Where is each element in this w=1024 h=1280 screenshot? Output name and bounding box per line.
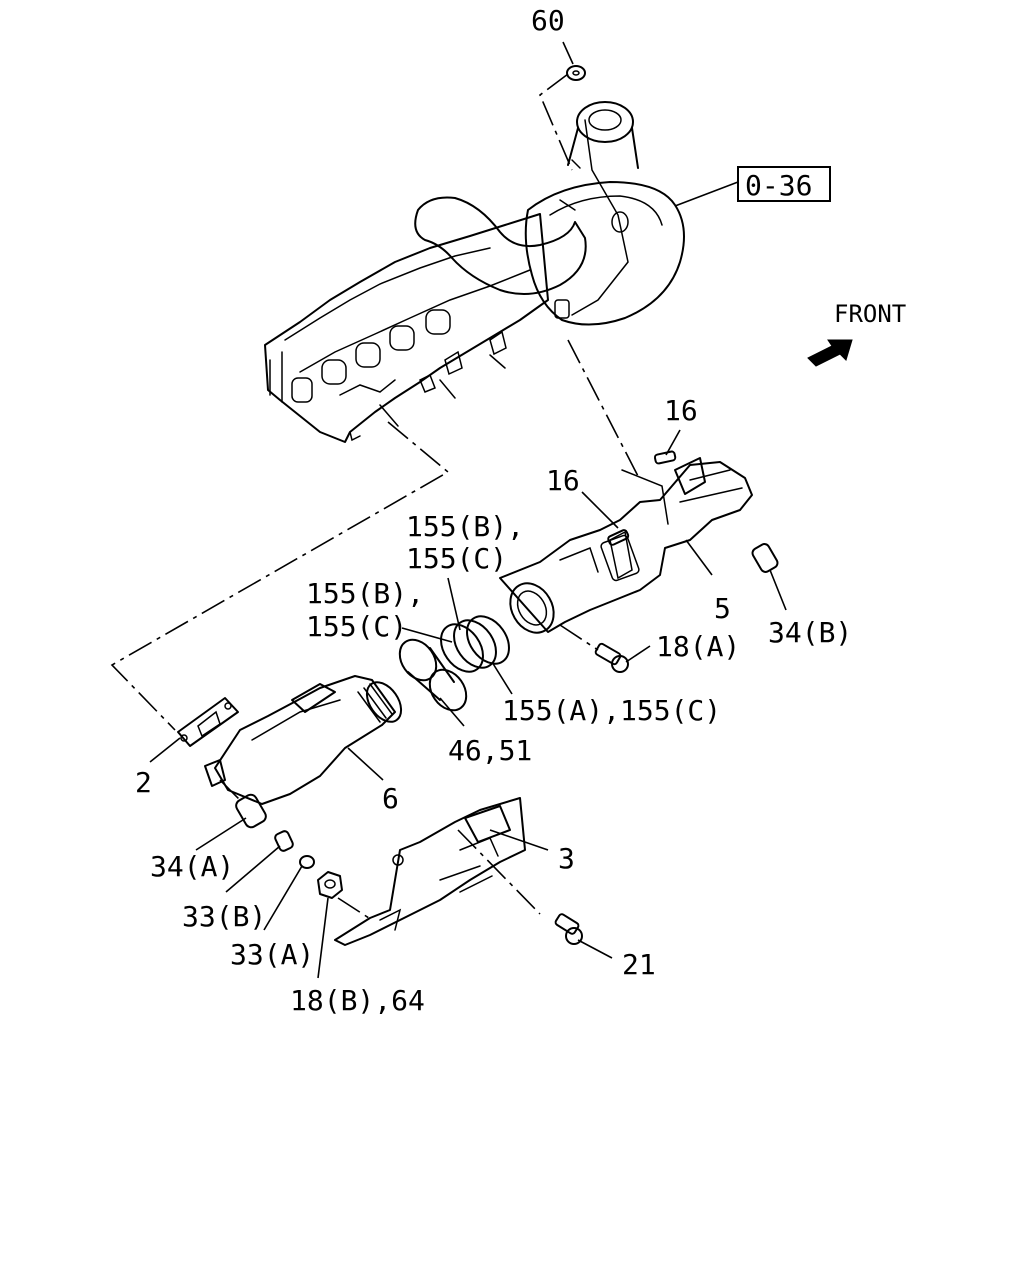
stud-16 <box>607 450 677 546</box>
washer-33b <box>274 830 294 852</box>
callout-155bc-left-2: 155(C) <box>306 610 407 643</box>
callout-33b: 33(B) <box>182 900 266 933</box>
bolt-21 <box>554 913 583 945</box>
leader-lines <box>149 41 787 979</box>
turbocharger <box>414 101 685 326</box>
callout-6: 6 <box>382 782 399 815</box>
callout-155bc-top-2: 155(C) <box>406 542 507 575</box>
spacer-34b <box>751 543 779 573</box>
assembly-lines <box>110 73 641 921</box>
callout-0-36: 0-36 <box>745 169 812 202</box>
gasket-2 <box>177 697 239 747</box>
callout-46-51: 46,51 <box>448 734 532 767</box>
bolt-18a <box>594 642 629 673</box>
exhaust-pipe <box>204 675 403 805</box>
cylinder-head <box>264 213 549 443</box>
washer-33a <box>299 855 315 869</box>
callout-front: FRONT <box>834 300 906 328</box>
outlet-elbow <box>499 457 753 634</box>
callout-18a: 18(A) <box>656 630 740 663</box>
seal-rings-155 <box>440 615 510 673</box>
callout-155bc-left-1: 155(B), <box>306 577 424 610</box>
callout-155a-155c: 155(A),155(C) <box>502 694 721 727</box>
callout-34b: 34(B) <box>768 616 852 649</box>
spacer-34a <box>235 793 267 829</box>
front-arrow-icon <box>807 339 853 367</box>
callout-16-mid: 16 <box>546 464 580 497</box>
callout-21: 21 <box>622 948 656 981</box>
callout-155bc-top-1: 155(B), <box>406 510 524 543</box>
callout-2: 2 <box>135 766 152 799</box>
callout-3: 3 <box>558 842 575 875</box>
callout-16-top: 16 <box>664 394 698 427</box>
nut-18b-64 <box>317 871 343 899</box>
reference-box <box>737 166 831 202</box>
callout-34a: 34(A) <box>150 850 234 883</box>
heat-shield-3 <box>334 797 526 946</box>
callout-18b-64: 18(B),64 <box>290 984 425 1017</box>
sleeve-46-51 <box>398 638 468 712</box>
callout-labels: 60 0-36 FRONT 16 16 155(B), 155(C) 155(B… <box>135 4 906 1017</box>
callout-5: 5 <box>714 592 731 625</box>
callout-60: 60 <box>531 4 565 37</box>
callout-33a: 33(A) <box>230 938 314 971</box>
washer-60 <box>566 65 586 81</box>
